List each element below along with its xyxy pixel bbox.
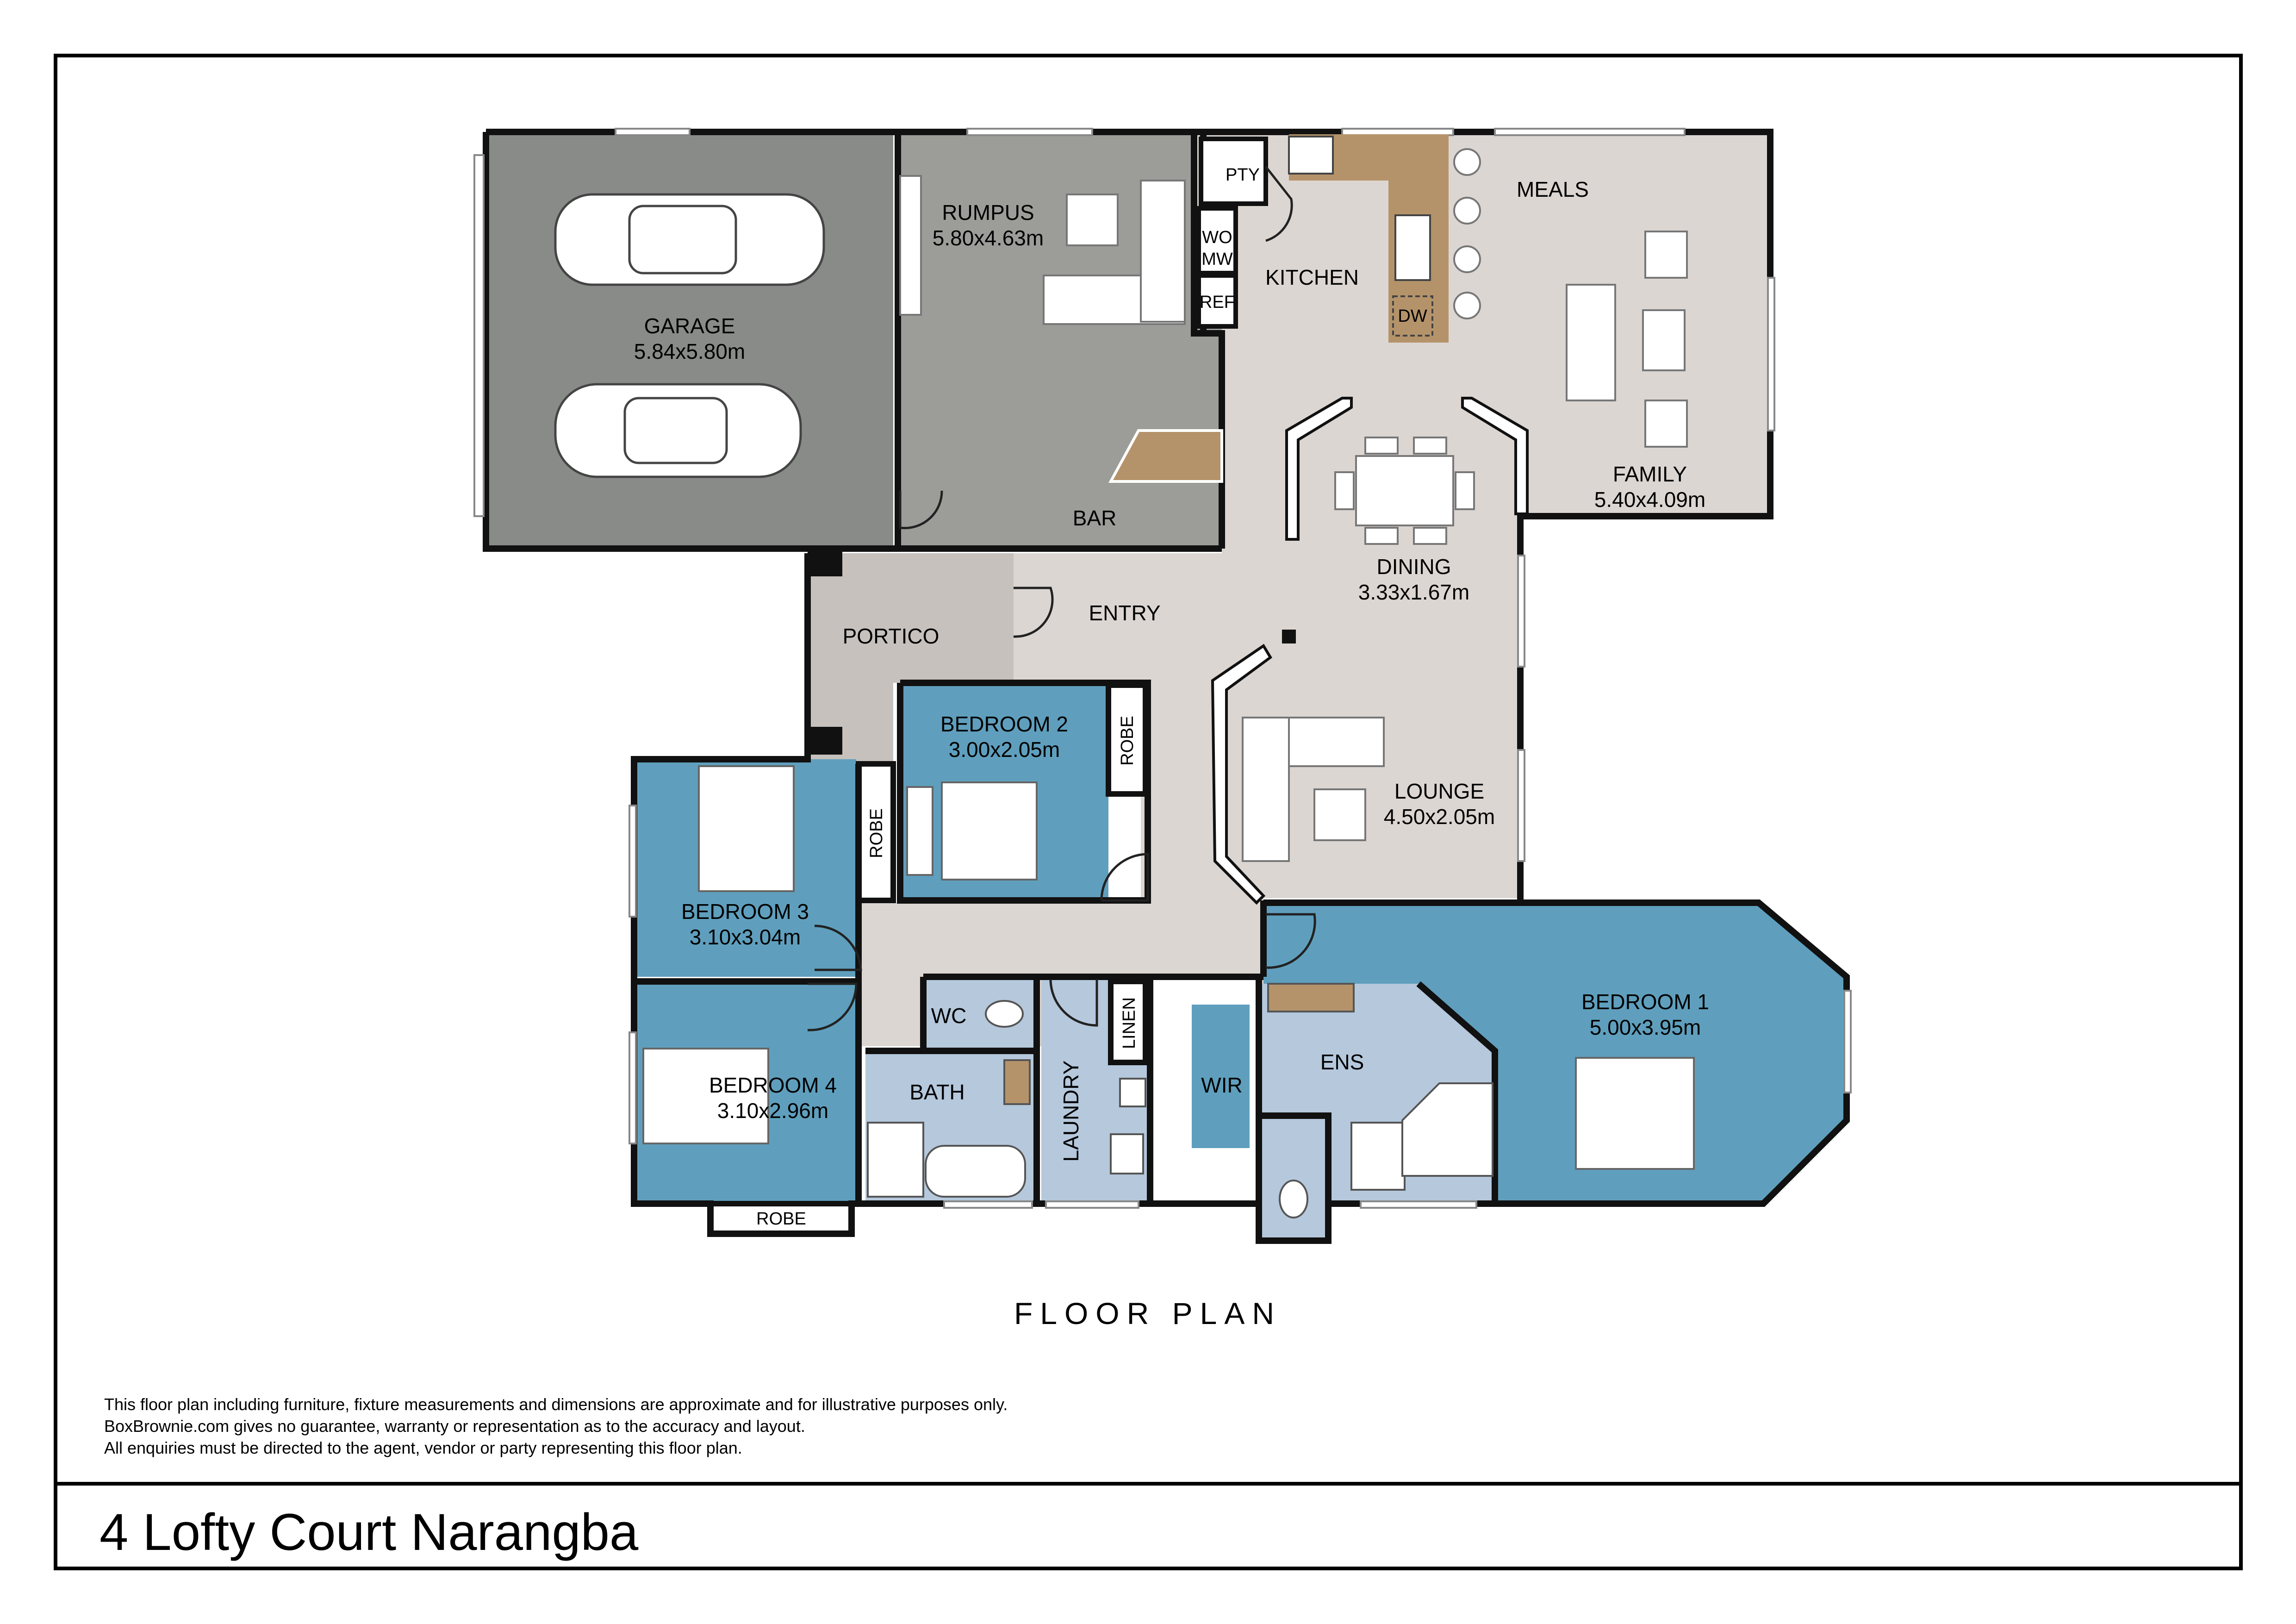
- disclaimer-line: All enquiries must be directed to the ag…: [104, 1438, 742, 1457]
- dining-dims: 3.33x1.67m: [1358, 580, 1469, 604]
- lounge-sofa-icon: [1242, 717, 1385, 862]
- cooktop-icon: [1288, 136, 1334, 175]
- dishwasher: [1392, 295, 1433, 337]
- disclaimer-line: BoxBrownie.com gives no guarantee, warra…: [104, 1417, 805, 1436]
- door-swings: [807, 166, 1316, 1031]
- bed-icon: [642, 765, 1695, 1170]
- lounge-label: LOUNGE: [1394, 779, 1484, 803]
- pillar-top: [808, 549, 842, 576]
- car-icon: [554, 193, 825, 478]
- lounge-wall: [1211, 643, 1272, 905]
- bar-bench: [1108, 429, 1223, 483]
- dw-label: DW: [1398, 306, 1427, 326]
- garage-label: GARAGE: [644, 314, 735, 338]
- wir-label: WIR: [1201, 1073, 1242, 1097]
- dining-chair-icon: [1334, 437, 1475, 545]
- sofa-icon: [899, 175, 1186, 325]
- ref-cabinet: [1196, 273, 1238, 329]
- linen: [1108, 979, 1148, 1065]
- pty-label: PTY: [1226, 165, 1260, 185]
- rumpus-label: RUMPUS: [942, 200, 1034, 225]
- robe2: [1106, 682, 1148, 797]
- lounge-dims: 4.50x2.05m: [1384, 805, 1495, 829]
- meals-label: MEALS: [1517, 177, 1589, 201]
- bar-label: BAR: [1073, 506, 1117, 530]
- family-dims: 5.40x4.09m: [1594, 487, 1705, 512]
- wo-mw-cabinet: [1196, 206, 1238, 275]
- family-label: FAMILY: [1613, 462, 1687, 486]
- ref-label: REF: [1200, 293, 1235, 312]
- kitchen-bench: [1289, 134, 1449, 343]
- bedroom4-dims: 3.10x2.96m: [717, 1099, 828, 1123]
- dining-label: DINING: [1377, 555, 1451, 579]
- ens-toilet-nook: [1259, 1116, 1328, 1241]
- hall-stub: [861, 970, 921, 1046]
- room-labels: GARAGE 5.84x5.80m RUMPUS 5.80x4.63m KITC…: [634, 165, 1709, 1229]
- wo-label: WO: [1202, 228, 1232, 247]
- bath-label: BATH: [909, 1080, 964, 1104]
- bedroom1-floor: [1263, 903, 1847, 1204]
- floor-plan-title: FLOOR PLAN: [1014, 1296, 1282, 1330]
- dining-nook-wall: [1285, 397, 1353, 541]
- stool-icon: [1453, 148, 1481, 319]
- bedroom1-label: BEDROOM 1: [1581, 990, 1709, 1014]
- outer-border: [54, 54, 2243, 1570]
- linen-label: LINEN: [1120, 997, 1139, 1049]
- robe3: [856, 761, 896, 903]
- dining-nook-wall-right: [1461, 397, 1529, 515]
- robe3-label: ROBE: [867, 808, 886, 858]
- laundry-label: LAUNDRY: [1059, 1061, 1083, 1162]
- dining-table: [1355, 455, 1454, 526]
- ens-label: ENS: [1320, 1050, 1364, 1074]
- bath-fixtures: [867, 983, 1493, 1218]
- disclaimer: This floor plan including furniture, fix…: [104, 1393, 1008, 1459]
- bedroom1-dims: 5.00x3.95m: [1590, 1015, 1701, 1039]
- lounge-wall-post: [1282, 630, 1296, 643]
- portico-label: PORTICO: [843, 624, 940, 648]
- bedroom3-dims: 3.10x3.04m: [690, 925, 801, 949]
- sink-icon: [1394, 214, 1431, 281]
- mw-label: MW: [1201, 250, 1233, 269]
- garage-dims: 5.84x5.80m: [634, 339, 745, 363]
- wc-label: WC: [931, 1004, 967, 1028]
- bedroom2-dims: 3.00x2.05m: [949, 737, 1060, 762]
- robe4-label: ROBE: [756, 1209, 806, 1229]
- kitchen-label: KITCHEN: [1265, 265, 1359, 289]
- living-floor: [856, 132, 1770, 970]
- windows: [473, 128, 1852, 1209]
- property-address: 4 Lofty Court Narangba: [100, 1503, 639, 1561]
- rumpus-dims: 5.80x4.63m: [933, 226, 1044, 250]
- robe2-label: ROBE: [1118, 716, 1137, 766]
- family-furniture: [1566, 231, 1688, 448]
- entry-label: ENTRY: [1089, 601, 1160, 625]
- wir-rail: [1192, 1005, 1250, 1148]
- portico-floor: [808, 553, 1014, 768]
- disclaimer-line: This floor plan including furniture, fix…: [104, 1395, 1008, 1414]
- pantry: [1199, 137, 1268, 206]
- bedroom2-label: BEDROOM 2: [940, 712, 1068, 736]
- pillar-bottom: [808, 727, 842, 755]
- bedroom4-label: BEDROOM 4: [709, 1073, 837, 1097]
- bedroom3-label: BEDROOM 3: [681, 899, 809, 924]
